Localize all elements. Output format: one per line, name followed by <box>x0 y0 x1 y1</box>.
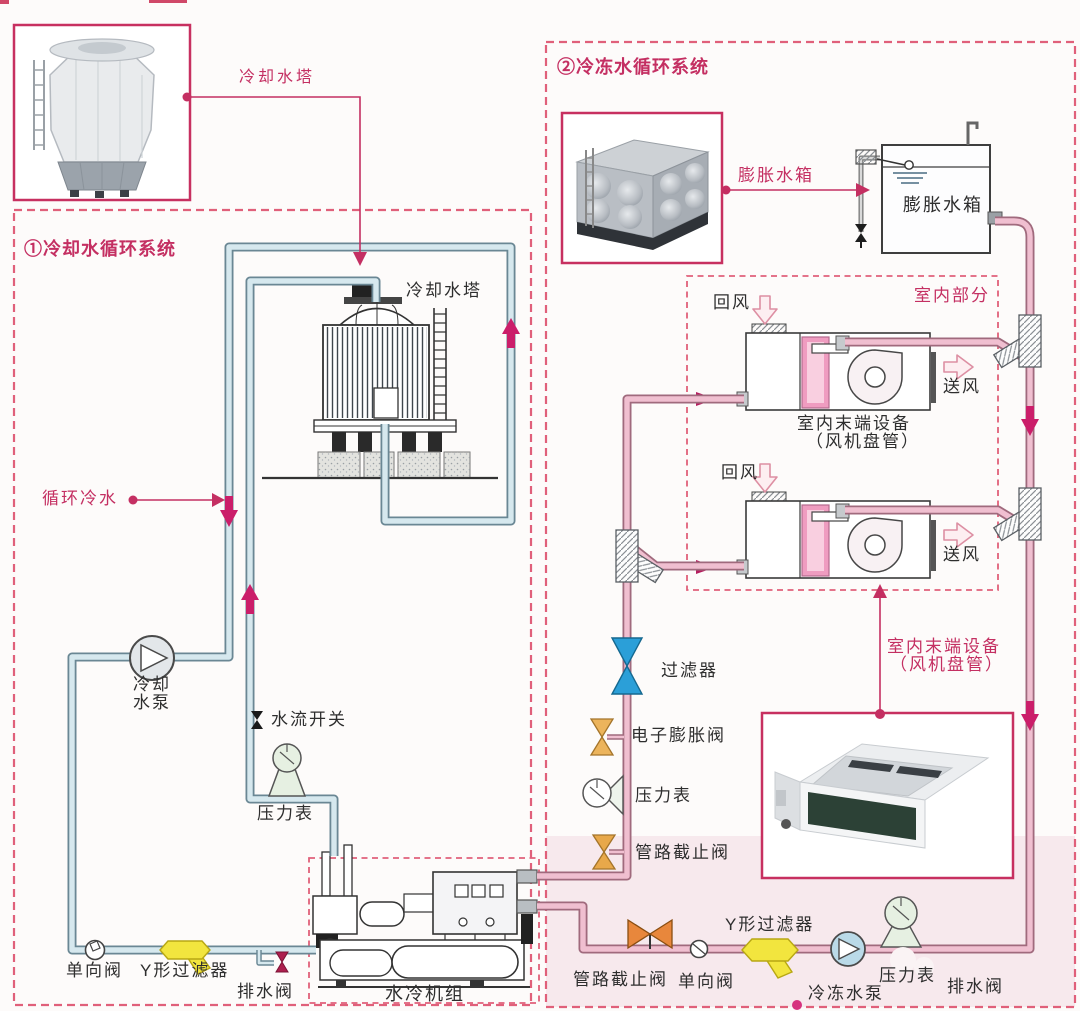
fcu-label-black-line1: 室内末端设备 <box>797 414 911 433</box>
check-valve-bottom-label: 单向阀 <box>678 972 735 991</box>
pressure-gauge-cooling <box>267 743 307 797</box>
fan-coil-unit-1 <box>695 295 974 411</box>
check-valve-left-label: 单向阀 <box>66 961 123 980</box>
pressure-gauge-bottom <box>879 896 923 948</box>
watermark-blob <box>890 947 916 973</box>
chiller-diagram <box>312 844 538 988</box>
water-level-icon <box>893 172 927 184</box>
fcu-label-red-line1: 室内末端设备 <box>887 637 1001 656</box>
check-valve-left <box>84 939 106 961</box>
electronic-expansion-valve <box>589 718 615 756</box>
expansion-tank-photo <box>560 111 724 265</box>
float-valve-icon <box>904 160 914 170</box>
fcu-label-black-line2: （风机盘管） <box>806 432 920 451</box>
chilled-water-pump <box>830 931 866 967</box>
cooling-pump-label-line2: 水泵 <box>133 693 171 712</box>
expansion-tank-diagram <box>855 121 1003 254</box>
supply-air-label-2: 送风 <box>943 545 981 564</box>
stop-valve-riser <box>591 834 617 870</box>
eev-label: 电子膨胀阀 <box>631 726 726 745</box>
drain-valve-right-label: 排水阀 <box>947 977 1004 996</box>
tower-photo-callout <box>182 92 367 266</box>
drain-valve-left-label: 排水阀 <box>237 982 294 1001</box>
cooling-tower-photo <box>12 23 192 202</box>
cooling-pump-label-line1: 冷却 <box>133 675 171 694</box>
y-strainer-left-label: Y形过滤器 <box>140 961 230 980</box>
stop-valve-riser-label: 管路截止阀 <box>635 843 730 862</box>
pressure-gauge-riser-label: 压力表 <box>635 786 692 805</box>
overflow-pipe <box>966 121 979 145</box>
pressure-gauge-riser <box>582 774 624 816</box>
check-valve-bottom <box>689 939 709 959</box>
tower-diagram-label: 冷却水塔 <box>406 281 482 300</box>
y-strainer-bottom <box>741 938 799 979</box>
chiller-control-panel <box>432 871 518 935</box>
system2-dashed-box <box>544 40 1077 1009</box>
fcu-label-red-line2: （风机盘管） <box>890 655 1004 674</box>
system1-dashed-box <box>12 208 533 1007</box>
chilled-pump-label: 冷冻水泵 <box>808 984 884 1003</box>
pressure-gauge-bottom-label: 压力表 <box>879 966 936 985</box>
cooling-water-pipes <box>72 247 511 963</box>
indoor-section-title: 室内部分 <box>914 286 990 305</box>
expansion-tank-callout-line <box>721 183 870 197</box>
watermark-blob <box>914 957 934 977</box>
chiller-label: 水冷机组 <box>385 984 465 1004</box>
fcu-photo-callout <box>873 584 887 719</box>
system1-title: ①冷却水循环系统 <box>24 239 176 259</box>
y-strainer-bottom-label: Y形过滤器 <box>725 915 815 934</box>
fan-coil-photo <box>760 711 1015 880</box>
tower-photo-label: 冷却水塔 <box>239 69 316 86</box>
stop-valve-bottom <box>627 918 673 950</box>
return-air-label-1: 回风 <box>713 293 751 312</box>
circulating-water-label: 循环冷水 <box>42 489 118 508</box>
return-air-label-2: 回风 <box>721 463 759 482</box>
flow-switch-label: 水流开关 <box>271 710 347 729</box>
concrete-pads <box>317 451 471 479</box>
circulating-water-callout <box>128 493 225 507</box>
filter-label: 过滤器 <box>661 661 718 680</box>
cooling-tower-diagram <box>262 280 498 480</box>
flow-arrows <box>220 318 1039 731</box>
expansion-tank-label: 膨胀水箱 <box>903 195 983 215</box>
expansion-tank-callout-label: 膨胀水箱 <box>738 166 814 185</box>
chiller-dashed-box <box>308 857 540 1004</box>
supply-air-label-1: 送风 <box>943 377 981 396</box>
watermark-dot <box>792 1000 802 1010</box>
system2-title: ②冷冻水循环系统 <box>557 57 709 77</box>
drain-valve-left <box>275 951 289 973</box>
stop-valve-bottom-label: 管路截止阀 <box>573 970 668 989</box>
pressure-gauge-cooling-label: 压力表 <box>257 804 314 823</box>
flow-switch-icon <box>251 711 263 729</box>
filter-valve <box>610 637 644 695</box>
y-strainer-left <box>159 940 212 975</box>
cooling-water-pump <box>129 635 175 681</box>
indoor-dashed-box <box>686 275 999 591</box>
